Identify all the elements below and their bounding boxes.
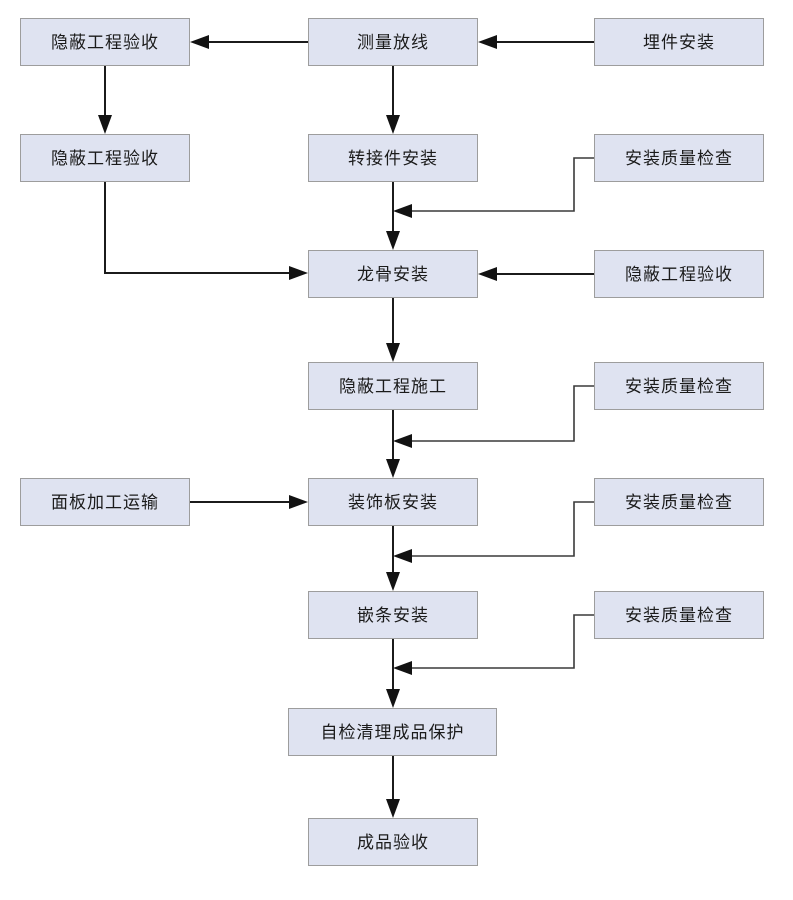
node-label: 龙骨安装: [357, 264, 429, 284]
node-label: 隐蔽工程验收: [51, 148, 159, 168]
node-label: 隐蔽工程验收: [51, 32, 159, 52]
node-adapter-install[interactable]: 转接件安装: [308, 134, 478, 182]
node-hidden-works-acceptance-2[interactable]: 隐蔽工程验收: [20, 134, 190, 182]
node-hidden-works-acceptance-3[interactable]: 隐蔽工程验收: [594, 250, 764, 298]
node-label: 隐蔽工程验收: [625, 264, 733, 284]
edge-yinbi-left2-to-longgu: [104, 182, 308, 280]
node-label: 隐蔽工程施工: [339, 376, 447, 396]
edge-yinbi-left-down: [98, 66, 112, 134]
edge-celiang-to-zhuanjiejian: [386, 66, 400, 134]
node-label: 自检清理成品保护: [320, 722, 465, 742]
node-panel-fabrication-transport[interactable]: 面板加工运输: [20, 478, 190, 526]
node-install-quality-check-4[interactable]: 安装质量检查: [594, 591, 764, 639]
node-label: 测量放线: [357, 32, 429, 52]
node-label: 安装质量检查: [625, 605, 733, 625]
node-label: 安装质量检查: [625, 376, 733, 396]
node-label: 安装质量检查: [625, 492, 733, 512]
edge-check2-to-mainline: [393, 385, 594, 448]
edge-check4-to-mainline: [393, 614, 594, 675]
node-label: 嵌条安装: [357, 605, 429, 625]
edge-zhuangshiban-to-qiantiao: [386, 526, 400, 591]
node-label: 成品验收: [357, 832, 429, 852]
node-label: 面板加工运输: [51, 492, 159, 512]
node-embedded-parts-install[interactable]: 埋件安装: [594, 18, 764, 66]
edge-zhuanjiejian-to-longgu: [386, 182, 400, 250]
edge-mianban-to-zhuangshiban: [190, 495, 308, 509]
node-label: 安装质量检查: [625, 148, 733, 168]
edge-yinbi-right-to-longgu: [478, 267, 594, 281]
node-survey-layout[interactable]: 测量放线: [308, 18, 478, 66]
node-finished-product-acceptance[interactable]: 成品验收: [308, 818, 478, 866]
node-self-inspection-cleaning-protection[interactable]: 自检清理成品保护: [288, 708, 497, 756]
node-decorative-panel-install[interactable]: 装饰板安装: [308, 478, 478, 526]
edge-zijian-to-chengpin: [386, 756, 400, 818]
node-install-quality-check-1[interactable]: 安装质量检查: [594, 134, 764, 182]
node-label: 埋件安装: [643, 32, 715, 52]
node-label: 转接件安装: [348, 148, 438, 168]
node-install-quality-check-2[interactable]: 安装质量检查: [594, 362, 764, 410]
edge-celiang-to-yinbi-left: [190, 35, 308, 49]
edge-check3-to-mainline: [393, 501, 594, 563]
edge-qiantiao-to-zijian: [386, 639, 400, 708]
node-install-quality-check-3[interactable]: 安装质量检查: [594, 478, 764, 526]
node-label: 装饰板安装: [348, 492, 438, 512]
edge-check1-to-mainline: [393, 157, 594, 218]
edge-maijian-to-celiang: [478, 35, 594, 49]
node-hidden-works-acceptance-1[interactable]: 隐蔽工程验收: [20, 18, 190, 66]
node-keel-install[interactable]: 龙骨安装: [308, 250, 478, 298]
node-hidden-works-construction[interactable]: 隐蔽工程施工: [308, 362, 478, 410]
edge-yinbishigong-to-zhuangshiban: [386, 410, 400, 478]
edge-longgu-to-yinbishigong: [386, 298, 400, 362]
node-trim-strip-install[interactable]: 嵌条安装: [308, 591, 478, 639]
